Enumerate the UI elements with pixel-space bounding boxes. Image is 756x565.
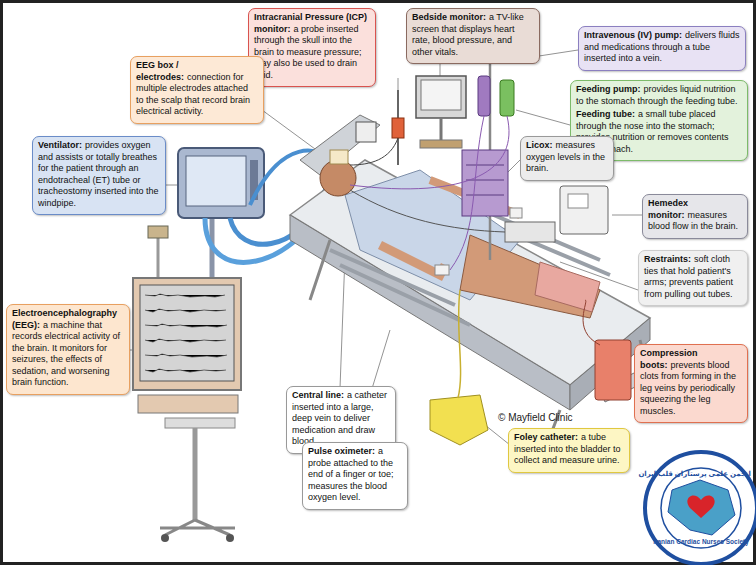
callout-box: Bedside monitor:a TV-like screen that di… xyxy=(406,8,540,64)
callout-box: Compression boots:prevents blood clots f… xyxy=(634,344,748,423)
callout-paragraph: Bedside monitor:a TV-like screen that di… xyxy=(412,12,534,58)
callout-box: Pulse oximeter:a probe attached to the e… xyxy=(302,442,408,510)
callout-text: a machine that records electrical activi… xyxy=(12,320,120,388)
callout-heading: Feeding pump: xyxy=(576,84,641,94)
compression-pump-drawing xyxy=(583,300,631,400)
callout-heading: Central line: xyxy=(292,390,344,400)
hemedex-drawing xyxy=(350,186,608,242)
eeg-machine-drawing xyxy=(133,278,241,542)
callout-paragraph: Central line:a catheter inserted into a … xyxy=(292,390,390,448)
callout-heading: EEG box / electrodes: xyxy=(136,60,184,82)
copyright-note: © Mayfield Clinic xyxy=(498,412,573,423)
callout-paragraph: Ventilator:provides oxygen and assists o… xyxy=(38,140,160,209)
callout-box: Restraints:soft cloth ties that hold pat… xyxy=(638,250,748,306)
callout-box: Intravenous (IV) pump:delivers fluids an… xyxy=(578,26,746,71)
callout-paragraph: Electroencephalography (EEG):a machine t… xyxy=(12,308,124,389)
callout-paragraph: Pulse oximeter:a probe attached to the e… xyxy=(308,446,402,504)
callout-box: Foley catheter:a tube inserted into the … xyxy=(508,428,630,473)
callout-heading: Restraints: xyxy=(644,254,691,264)
logo-text: Iranian Cardiac Nurses Society xyxy=(651,538,751,545)
logo-text: انجمن علمی پرستاران قلب ایران xyxy=(651,470,751,478)
callout-paragraph: Compression boots:prevents blood clots f… xyxy=(640,348,742,417)
callout-paragraph: Restraints:soft cloth ties that hold pat… xyxy=(644,254,742,300)
callout-paragraph: EEG box / electrodes:connection for mult… xyxy=(136,60,258,118)
callout-heading: Hemedex monitor: xyxy=(648,198,688,220)
callout-box: Licox:measures oxygen levels in the brai… xyxy=(520,136,614,181)
callout-heading: Foley catheter: xyxy=(514,432,578,442)
callout-heading: Intravenous (IV) pump: xyxy=(584,30,682,40)
callout-text: provides oxygen and assists or totally b… xyxy=(38,140,159,208)
callout-paragraph: Licox:measures oxygen levels in the brai… xyxy=(526,140,608,175)
callout-paragraph: Intravenous (IV) pump:delivers fluids an… xyxy=(584,30,740,65)
callout-heading: Pulse oximeter: xyxy=(308,446,375,456)
callout-box: EEG box / electrodes:connection for mult… xyxy=(130,56,264,124)
callout-paragraph: Foley catheter:a tube inserted into the … xyxy=(514,432,624,467)
society-logo xyxy=(645,452,756,564)
callout-box: Hemedex monitor:measures blood flow in t… xyxy=(642,194,748,239)
callout-heading: Feeding tube: xyxy=(576,109,635,119)
callout-heading: Ventilator: xyxy=(38,140,82,150)
callout-heading: Bedside monitor: xyxy=(412,12,486,22)
foley-bag-drawing xyxy=(430,290,488,445)
bedside-monitor-drawing xyxy=(356,76,466,148)
callout-paragraph: Hemedex monitor:measures blood flow in t… xyxy=(648,198,742,233)
callout-box: Ventilator:provides oxygen and assists o… xyxy=(32,136,166,215)
callout-paragraph: Feeding pump:provides liquid nutrition t… xyxy=(576,84,742,107)
icp-monitor-drawing xyxy=(350,90,404,165)
callout-box: Electroencephalography (EEG):a machine t… xyxy=(6,304,130,395)
callout-heading: Licox: xyxy=(526,140,553,150)
callout-box: Intracranial Pressure (ICP) monitor:a pr… xyxy=(248,8,376,87)
callout-paragraph: Intracranial Pressure (ICP) monitor:a pr… xyxy=(254,12,370,81)
